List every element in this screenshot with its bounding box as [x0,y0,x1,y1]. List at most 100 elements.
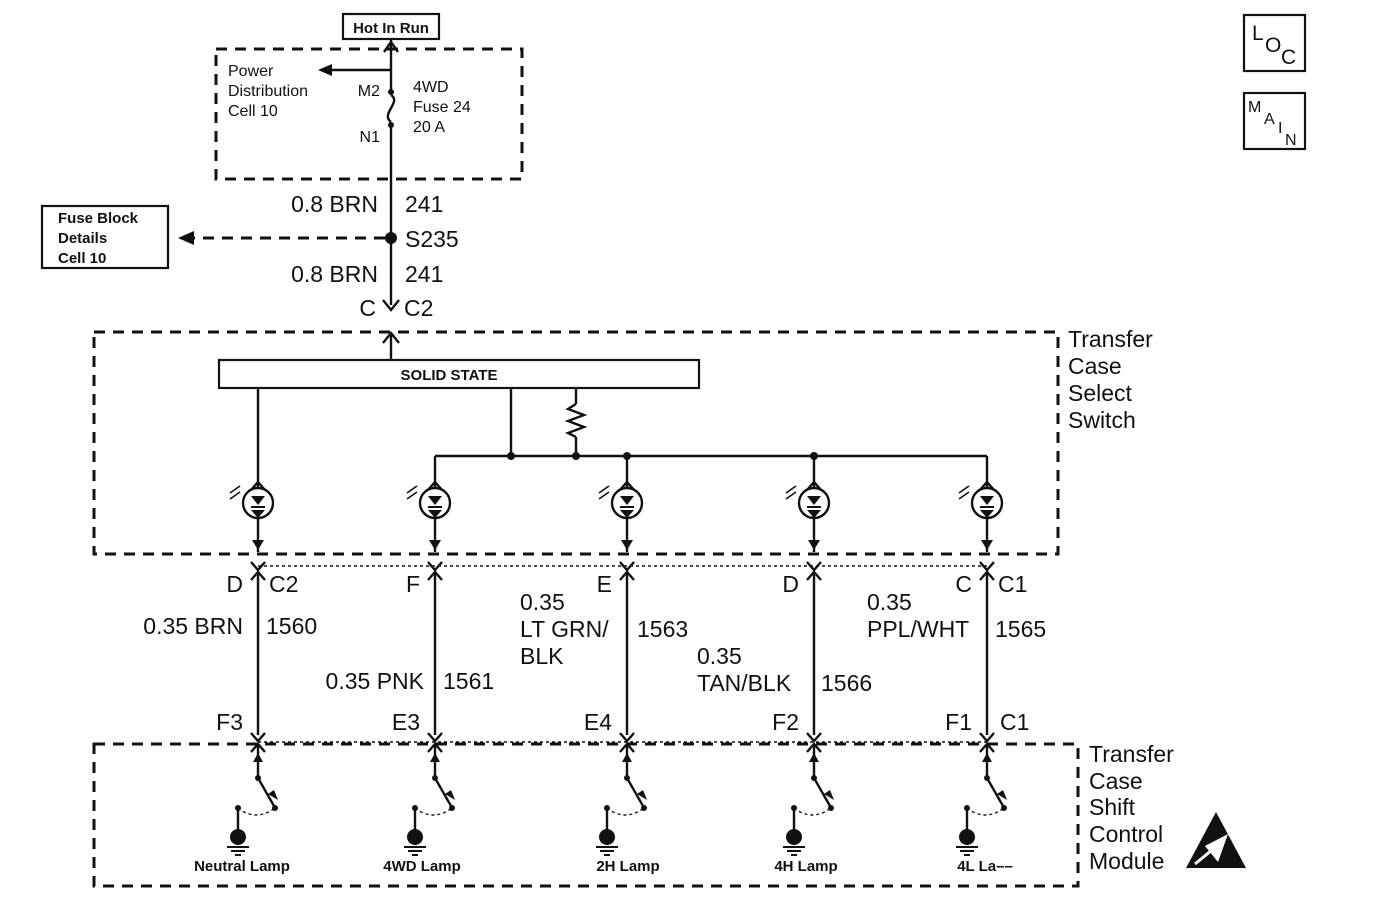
control-module-outline [92,742,1080,888]
circuit-top-pin: E [597,571,612,597]
switch-dashed-link [793,807,832,816]
arrow-left-icon [178,231,194,245]
circuit-number: 1561 [443,668,494,694]
ground-point [786,829,802,845]
fuse-terminal-top [388,89,394,95]
circuit-bottom-pin: E4 [584,709,612,735]
lamp-switch-icon [985,777,1005,807]
loc-badge[interactable]: L O C [1242,13,1307,73]
led-light-ray [958,491,970,500]
circuit-number: 1565 [995,616,1046,642]
circuit-wire-color: 0.35 BRN [143,613,243,639]
select-switch-outline [92,330,1060,556]
esd-warning-icon [1186,812,1246,868]
fuse-block-label-1: Fuse Block [58,210,139,227]
led-icon [598,485,644,520]
led-icon [958,485,1004,520]
circuit-bottom-connector: C1 [1000,709,1029,735]
circuit-top-pin: D [226,571,243,597]
switch-dashed-link [606,807,645,816]
arrow-down-icon [981,540,993,550]
connector-chevron-icon [979,732,995,743]
circuit-number: 1560 [266,613,317,639]
fuse-block-label-3: Cell 10 [58,250,106,267]
connector-pin-c: C [359,295,376,321]
led-icon [785,485,831,520]
loc-letter-c: C [1281,46,1296,69]
circuit-bottom-pin: F3 [216,709,243,735]
circuit-top-connector: C2 [269,571,298,597]
splice-dot [385,232,397,244]
arrow-up-icon [430,753,440,762]
solid-state-label: SOLID STATE [401,367,498,384]
fuse-label-2: Fuse 24 [413,99,471,116]
connector-chevron-icon [382,299,400,312]
arrow-up-icon [982,753,992,762]
led-light-ray [229,485,241,494]
hot-in-run-label: Hot In Run [353,20,429,37]
arrow-down-icon [808,540,820,550]
led-icon [406,485,452,520]
ground-point [959,829,975,845]
connector-c2: C2 [404,295,433,321]
connector-chevron-icon [806,561,822,572]
led-light-ray [406,485,418,494]
module-label-2: Case [1089,768,1143,794]
loc-letter-o: O [1265,34,1281,57]
circuit-top-pin: D [782,571,799,597]
led-light-ray [406,491,418,500]
switch-dashed-link [966,807,1005,816]
led-diode [980,496,994,505]
led-diode [428,510,442,518]
fuse-block-outline [214,47,524,181]
module-label-1: Transfer [1089,741,1174,767]
led-diode [620,496,634,505]
led-light-ray [229,491,241,500]
loc-letter-l: L [1252,22,1264,45]
arrow-up-icon [622,753,632,762]
upper-wire-color: 0.8 BRN [291,191,378,217]
circuit-labels: D C2 0.35 BRN 1560 F3 F 0.35 PNK 1561 E3… [143,571,1046,735]
circuit-wire-color-1: 0.35 [520,589,565,615]
bus-junction [507,452,515,460]
connector-chevron-icon [250,561,266,572]
circuit-bottom-pin: E3 [392,709,420,735]
switch-arrow-icon [637,790,647,800]
connector-chevron-icon [806,732,822,743]
lamp-label: 4WD Lamp [383,858,461,875]
switch-arrow-icon [445,790,455,800]
fuse-block-details-box [40,204,170,270]
circuit-wire-color-1: 0.35 [867,589,912,615]
circuit-top-pin: C [955,571,972,597]
led-diode [980,510,994,518]
power-dist-label-2: Distribution [228,83,308,100]
led-light-ray [785,485,797,494]
circuit-number: 1566 [821,670,872,696]
fuse-label-1: 4WD [413,79,449,96]
module-label-3: Shift [1089,794,1136,820]
arrow-left-icon [318,64,332,76]
arrow-up-icon [809,753,819,762]
lamp-switch-icon [812,777,832,807]
main-badge[interactable]: M A I N [1242,91,1307,151]
led-diode [620,510,634,518]
circuit-wire-color-3: BLK [520,643,564,669]
circuit-bottom-pin: F1 [945,709,972,735]
fuse-icon [386,93,396,123]
connector-chevron-icon [427,561,443,572]
lamp-label: 4H Lamp [774,858,837,875]
led-light-ray [785,491,797,500]
circuit-wire-color-2: PPL/WHT [867,616,969,642]
circuit-wire-color-2: TAN/BLK [697,670,792,696]
led-diode [807,496,821,505]
switch-arrow-icon [997,790,1007,800]
circuit-number: 1563 [637,616,688,642]
led-light-ray [598,491,610,500]
lamp-switch-icon [256,777,276,807]
lower-wire-color: 0.8 BRN [291,261,378,287]
circuit-wire-color: 0.35 PNK [326,668,425,694]
ground-point [230,829,246,845]
main-letter-n: N [1285,132,1297,149]
connector-chevron-icon [979,561,995,572]
